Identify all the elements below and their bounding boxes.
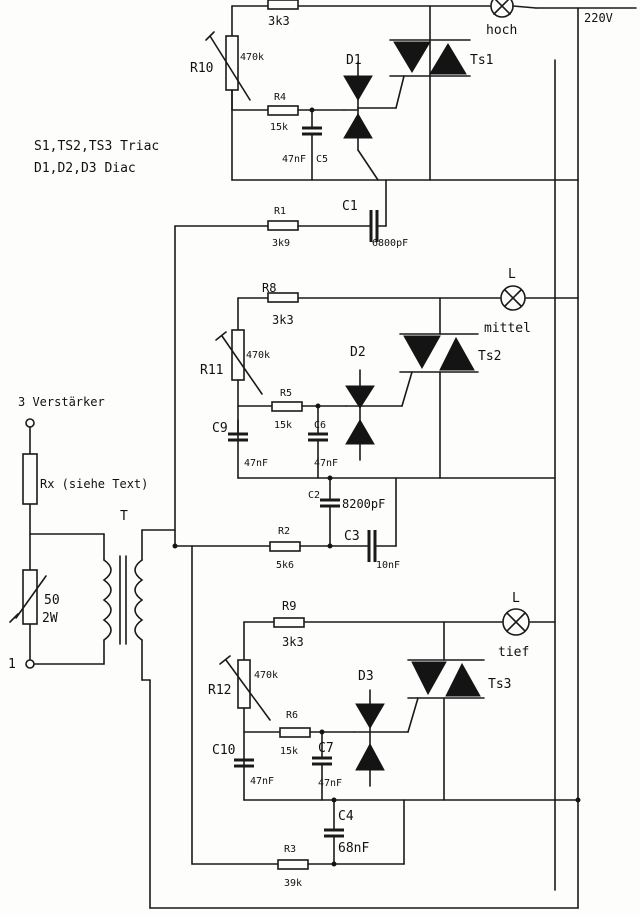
triac-ts1: [357, 39, 471, 109]
c9-name: C9: [212, 421, 228, 436]
r4-value: 15k: [270, 122, 288, 133]
potentiometer-50: [22, 569, 38, 625]
triac-ts3: [369, 621, 485, 801]
resistor-r1: [267, 220, 299, 231]
c3-name: C3: [344, 529, 360, 544]
lamp-hoch-label: hoch: [486, 23, 517, 38]
transformer-t: [102, 529, 176, 681]
c2-name: C2: [308, 490, 320, 501]
resistor-r9: [273, 617, 305, 628]
r6-value: 15k: [280, 746, 298, 757]
pot-r12-value: 470k: [254, 670, 278, 681]
diac-d3: [353, 689, 385, 787]
diac-d2-label: D2: [350, 345, 366, 360]
c10-value: 47nF: [250, 776, 274, 787]
diac-d1: [343, 61, 379, 181]
c2-value: 8200pF: [342, 497, 385, 511]
lamp-tief-mark: L: [512, 591, 520, 606]
lamp-mittel-label: mittel: [484, 321, 531, 336]
stage-top: [174, 0, 579, 242]
r2-name: R2: [278, 526, 290, 537]
triac-ts3-label: Ts3: [488, 677, 511, 692]
stage-low: [191, 545, 579, 870]
pot-50-power: 2W: [42, 611, 58, 626]
pot-r11-name: R11: [200, 363, 223, 378]
input-terminal: [25, 418, 35, 428]
mains-rails: [149, 7, 637, 909]
c10-name: C10: [212, 743, 235, 758]
r1-name: R1: [274, 206, 286, 217]
input-section: [9, 225, 176, 909]
c6-value: 47nF: [314, 458, 338, 469]
input-title: 3 Verstärker: [18, 395, 105, 409]
r5-name: R5: [280, 388, 292, 399]
c4-name: C4: [338, 809, 354, 824]
lamp-mittel-mark: L: [508, 267, 516, 282]
resistor-r4: [267, 105, 299, 116]
triac-ts1-label: Ts1: [470, 53, 493, 68]
rx-label: Rx (siehe Text): [40, 477, 148, 491]
r2-value: 5k6: [276, 560, 294, 571]
c9-value: 47nF: [244, 458, 268, 469]
pot-r10-value: 470k: [240, 52, 264, 63]
ground-terminal: [25, 659, 35, 669]
triac-ts2-label: Ts2: [478, 349, 501, 364]
resistor-r3: [277, 859, 309, 870]
c7-name: C7: [318, 741, 334, 756]
c5-name: C5: [316, 154, 328, 165]
lamp-tief-label: tief: [498, 645, 529, 660]
c4-value: 68nF: [338, 841, 369, 856]
legend-triac: S1,TS2,TS3 Triac: [34, 139, 159, 154]
ground-label: 1: [8, 657, 16, 672]
diac-d3-label: D3: [358, 669, 374, 684]
c7-value: 47nF: [318, 778, 342, 789]
pot-50-value: 50: [44, 593, 60, 608]
transformer-label: T: [120, 509, 128, 524]
triac-ts2: [359, 297, 479, 479]
pot-r10-name: R10: [190, 61, 213, 76]
c3-value: 10nF: [376, 560, 400, 571]
resistor-r6: [279, 727, 311, 738]
resistor-r2: [269, 541, 301, 552]
junction-dots: [172, 107, 581, 867]
diac-d1-label: D1: [346, 53, 362, 68]
r-top-1-value: 3k3: [268, 14, 290, 28]
r8-value: 3k3: [272, 313, 294, 327]
resistor-rx: [22, 453, 38, 505]
resistor-r8: [267, 292, 299, 303]
pot-r11-value: 470k: [246, 350, 270, 361]
r9-value: 3k3: [282, 635, 304, 649]
potentiometer-r11: [231, 329, 245, 381]
c1-name: C1: [342, 199, 358, 214]
c1-value: 6800pF: [372, 238, 408, 249]
diac-d2: [345, 369, 375, 461]
r3-value: 39k: [284, 878, 302, 889]
r1-value: 3k9: [272, 238, 290, 249]
stage-mid: [174, 285, 579, 562]
r4-name: R4: [274, 92, 286, 103]
c6-name: C6: [314, 420, 326, 431]
resistor-r5: [271, 401, 303, 412]
pot-r12-name: R12: [208, 683, 231, 698]
r6-name: R6: [286, 710, 298, 721]
legend-diac: D1,D2,D3 Diac: [34, 161, 136, 176]
r5-value: 15k: [274, 420, 292, 431]
mains-voltage: 220V: [584, 11, 613, 25]
r3-name: R3: [284, 844, 296, 855]
resistor-r-top-1: [267, 0, 299, 10]
r8-name: R8: [262, 281, 276, 295]
r9-name: R9: [282, 599, 296, 613]
c5-value: 47nF: [282, 154, 306, 165]
